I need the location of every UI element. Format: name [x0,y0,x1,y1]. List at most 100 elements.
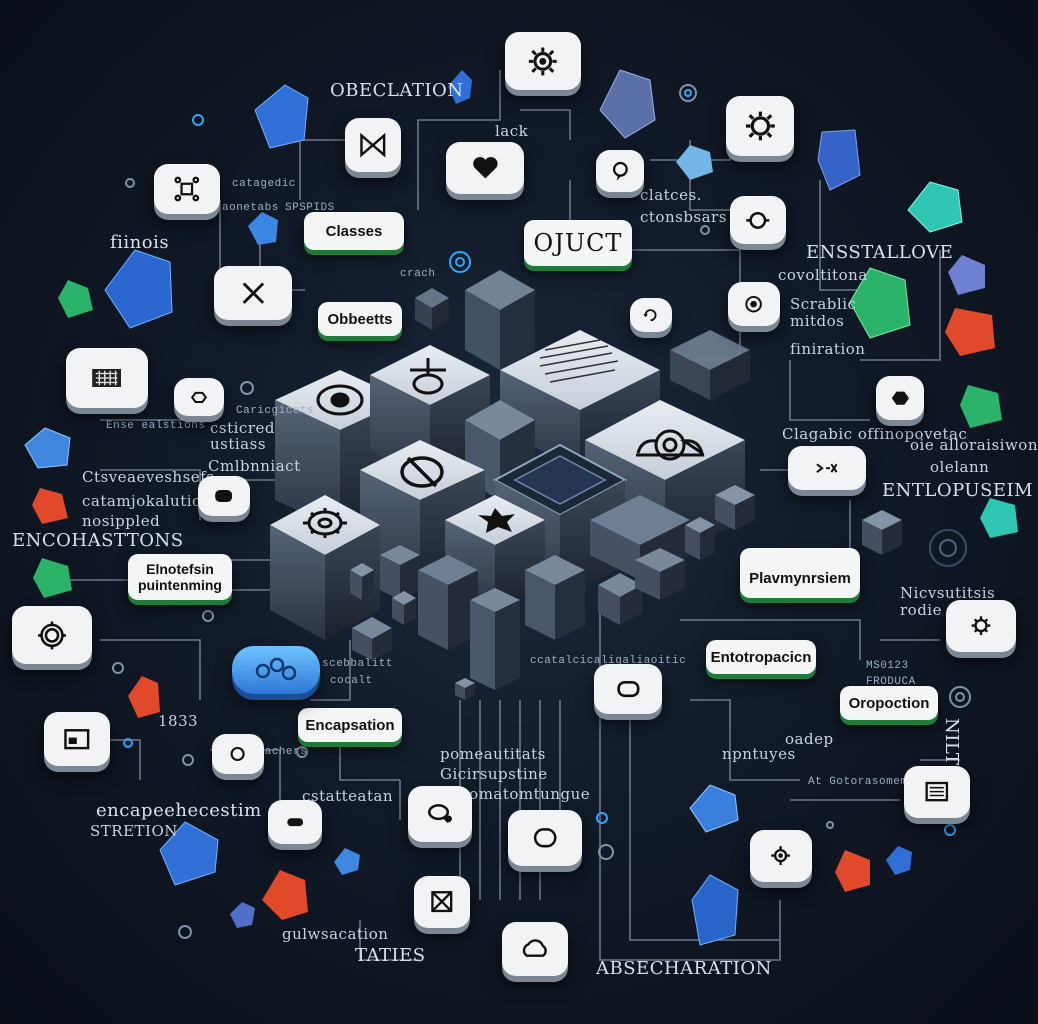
gem-blue [448,70,472,104]
box-x-icon [431,891,453,913]
lens-button[interactable] [728,282,780,326]
gear-icon [38,621,66,649]
ring-small-button[interactable] [212,734,264,774]
gear-right-button[interactable] [726,96,794,156]
label-fiinois: fiinois [110,232,170,253]
ring-icon [230,746,246,762]
label-crach: crach [400,268,436,280]
list-icon [925,782,949,802]
entotropacicn-pill[interactable]: Entotropacicn [706,640,816,674]
rounded-rect-small-button[interactable] [198,476,250,516]
gem-red [262,870,308,920]
label-npntuyes: npntuyes [722,745,796,763]
label-absecharation: ABSECHARATION [596,958,772,979]
gem-blue [691,874,739,946]
lens-icon [745,295,763,313]
elnotefsin-pill[interactable]: Elnotefsin puintenming [128,554,232,600]
gem-decorations [24,69,1018,946]
label-cstatteatan: cstatteatan [302,787,394,805]
label-covoltitona: covoltitona [778,266,868,284]
gear-icon [529,47,557,75]
rounded-rect-right-button[interactable] [594,664,662,714]
gear-far-right-button[interactable] [946,600,1016,652]
bowtie-button[interactable] [345,118,401,172]
cloud-button[interactable] [408,786,472,842]
object-pill[interactable]: OJUCT [524,220,632,266]
label-entlopusein: ENTLOPUSEIM [882,480,1034,501]
gem-green [960,385,1002,428]
flow-button[interactable] [788,446,866,490]
gem-red [835,850,870,892]
label-nosippled: nosippled [82,512,161,530]
rounded-rect-icon [616,680,640,698]
hexagon-icon [891,391,909,405]
rounded-rect-button[interactable] [508,810,582,866]
cloud-bottom-button[interactable] [502,922,568,976]
label-ense-ealstions: Ense ealstions [106,420,206,432]
gem-red [128,676,160,718]
gem-blue [248,212,278,245]
label-olelann: olelann [930,458,990,476]
card-icon [64,728,90,750]
molecule-button[interactable] [232,646,320,694]
objects-pill[interactable]: Obbeetts [318,302,402,336]
gem-blue [254,84,309,149]
gem-red [32,488,68,524]
label-clagabic-offinopovetac: Clagabic offinopovetac [782,425,968,443]
label-cmlbnniact: Cmlbnniact [208,457,301,475]
label-num-3: 3 [188,712,199,730]
bowtie-icon [360,132,386,158]
label-froduca: FRODUCA [866,676,916,688]
gem-red [945,308,995,356]
label-cocalt: cocalt [330,675,373,687]
label-encapeehecestim: encapeehecestim [96,800,262,821]
list-button[interactable] [904,766,970,818]
hexagon-button[interactable] [876,376,924,420]
label-ctsveaeveshsefs: Ctsveaeveshsefs [82,468,215,486]
cube-cluster [270,270,902,700]
label-aonetabs: aonetabs [222,202,279,214]
rounded-rect-icon [215,490,233,502]
encapsulation-pill[interactable]: Encapsation [298,708,402,742]
label-obeclation: OBECLATION [330,80,464,101]
plavmynrsiem-pill[interactable]: Plavmynrsiem [740,548,860,598]
label-oadep: oadep [785,730,834,748]
network-button[interactable] [154,164,220,214]
settings-small-button[interactable] [174,378,224,416]
label-lack: lack [495,122,529,140]
gem-blue [230,902,255,928]
label-pomeautitats: pomeautitats [440,745,546,763]
box-x-button[interactable] [414,876,470,928]
label-taties: TATIES [355,945,426,966]
gem-blue [334,848,360,875]
label-catamjokalution: catamjokalution [82,492,212,510]
label-num-183: 183 [158,712,189,730]
label-csticred-ustiass: csticred ustiass [210,419,275,453]
card-button[interactable] [44,712,110,766]
keyboard-button[interactable] [66,348,148,408]
label-scrablic-mitdos: Scrablic mitdos [790,295,857,330]
refresh-icon [643,309,657,321]
oropoction-pill[interactable]: Oropoction [840,686,938,720]
gem-blue [24,427,71,469]
gear-top-button[interactable] [505,32,581,90]
flow-icon [815,463,838,473]
gear-left-button[interactable] [12,606,92,664]
refresh-button[interactable] [630,298,672,332]
heart-button[interactable] [446,142,524,194]
gem-blue [676,145,713,180]
label-oie-alloraisiwon: oie alloraisiwon [910,436,1038,454]
molecule-icon [255,657,297,681]
gem-blue [886,846,912,875]
close-x-button[interactable] [214,266,292,320]
rounded-rect-icon [533,828,557,848]
settings-icon [190,391,208,403]
settings-bottom-button[interactable] [750,830,812,882]
rounded-rect-icon [287,818,303,826]
close-x-icon [242,282,264,304]
classes-pill[interactable]: Classes [304,212,404,250]
ring-button[interactable] [730,196,786,244]
pill-shape-button[interactable] [268,800,322,844]
speech-bubble-button[interactable] [596,150,644,192]
